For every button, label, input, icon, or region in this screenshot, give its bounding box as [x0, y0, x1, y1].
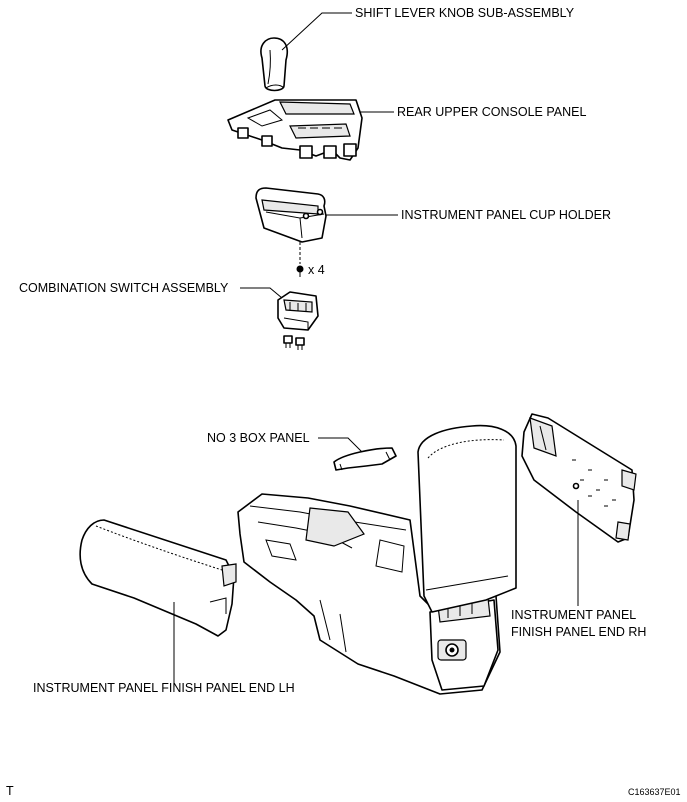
finish-panel-end-rh-part	[521, 413, 637, 543]
console-box-assembly-part	[237, 424, 517, 695]
screw-fastener-icon	[296, 265, 304, 277]
footer-left-mark: T	[6, 784, 14, 798]
shift-lever-knob-leader	[281, 12, 352, 51]
instrument-panel-cup-holder-label: INSTRUMENT PANEL CUP HOLDER	[401, 208, 611, 222]
combination-switch-leader	[240, 287, 283, 299]
finish-panel-end-lh-label: INSTRUMENT PANEL FINISH PANEL END LH	[33, 681, 295, 695]
shift-lever-knob-part	[260, 37, 289, 92]
finish-panel-end-lh-part	[79, 519, 237, 637]
shift-lever-knob-label: SHIFT LEVER KNOB SUB-ASSEMBLY	[355, 6, 575, 20]
instrument-panel-cup-holder-part	[255, 187, 327, 243]
no3-box-panel-label: NO 3 BOX PANEL	[207, 431, 310, 445]
combination-switch-label: COMBINATION SWITCH ASSEMBLY	[19, 281, 229, 295]
figure-code: C163637E01	[628, 787, 681, 797]
screw-quantity-label: x 4	[308, 263, 325, 277]
no3-box-panel-part	[333, 447, 397, 471]
rear-upper-console-panel-part	[227, 99, 363, 161]
finish-panel-end-rh-label-line2: FINISH PANEL END RH	[511, 625, 646, 639]
no3-box-panel-leader	[318, 437, 363, 453]
combination-switch-assembly-part	[277, 291, 319, 350]
finish-panel-end-rh-label-line1: INSTRUMENT PANEL	[511, 608, 636, 622]
rear-upper-console-panel-label: REAR UPPER CONSOLE PANEL	[397, 105, 586, 119]
